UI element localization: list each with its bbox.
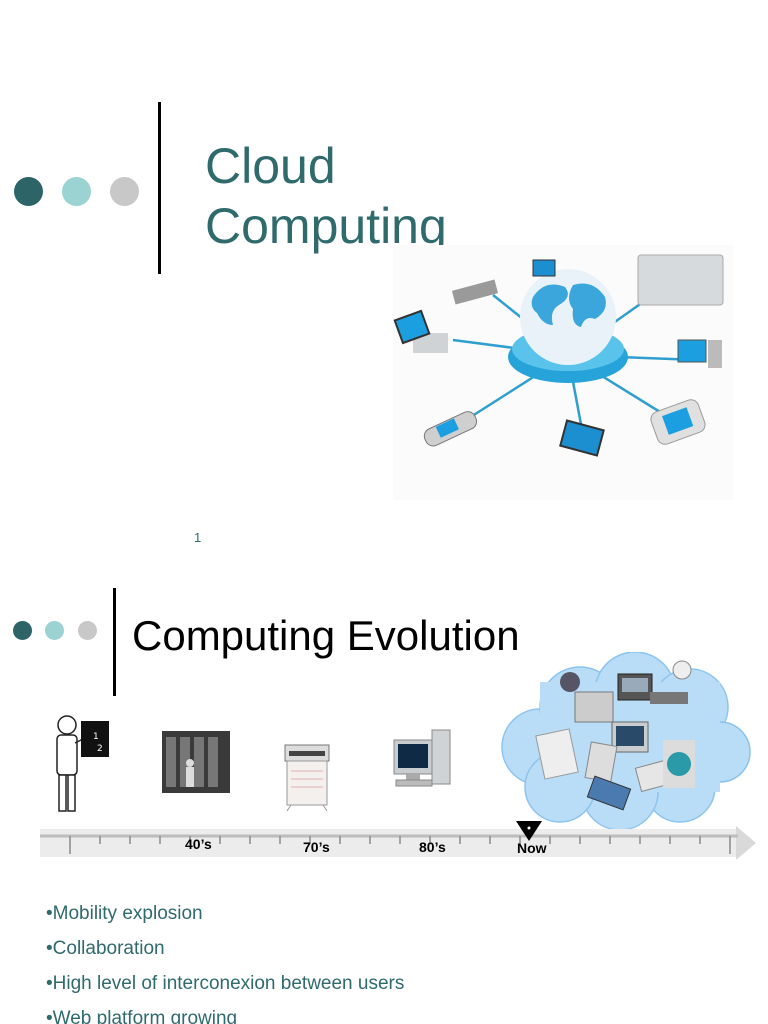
timeline-bar	[38, 824, 760, 864]
title-line-1: Cloud	[205, 136, 447, 196]
now-marker-icon	[515, 820, 543, 842]
mainframe-icon	[162, 731, 230, 793]
slide-cloud-computing: Cloud Computing 1	[0, 0, 768, 560]
svg-text:2: 2	[97, 744, 103, 754]
bullet-dot-teal	[62, 177, 91, 206]
bullet-list: •Mobility explosion •Collaboration •High…	[46, 902, 404, 1024]
timeline-label-40s: 40’s	[185, 836, 212, 852]
page-number: 1	[194, 530, 201, 545]
bullet-dot-dark	[13, 621, 32, 640]
title-divider	[113, 588, 116, 696]
bullet-item: •Collaboration	[46, 937, 404, 972]
desktop-computer-icon	[392, 728, 452, 790]
globe-network-icon	[393, 245, 733, 500]
slide-title: Cloud Computing	[205, 136, 447, 256]
bullet-item: •High level of interconexion between use…	[46, 972, 404, 1007]
bullet-dot-teal	[45, 621, 64, 640]
svg-text:1: 1	[93, 732, 99, 742]
bullet-item: •Web platform growing	[46, 1007, 404, 1024]
slide-title: Computing Evolution	[132, 612, 520, 660]
title-divider	[158, 102, 161, 274]
slide-computing-evolution: Computing Evolution 1 2	[0, 560, 768, 1024]
person-abacus-icon: 1 2	[45, 713, 113, 815]
timeline-label-70s: 70’s	[303, 839, 330, 855]
bullet-item: •Mobility explosion	[46, 902, 404, 937]
bullet-dot-grey	[110, 177, 139, 206]
terminal-icon	[283, 743, 331, 811]
timeline-label-now: Now	[517, 840, 547, 856]
timeline-label-80s: 80’s	[419, 839, 446, 855]
bullet-dot-grey	[78, 621, 97, 640]
cloud-devices-icon	[500, 652, 752, 832]
bullet-dot-dark	[14, 177, 43, 206]
